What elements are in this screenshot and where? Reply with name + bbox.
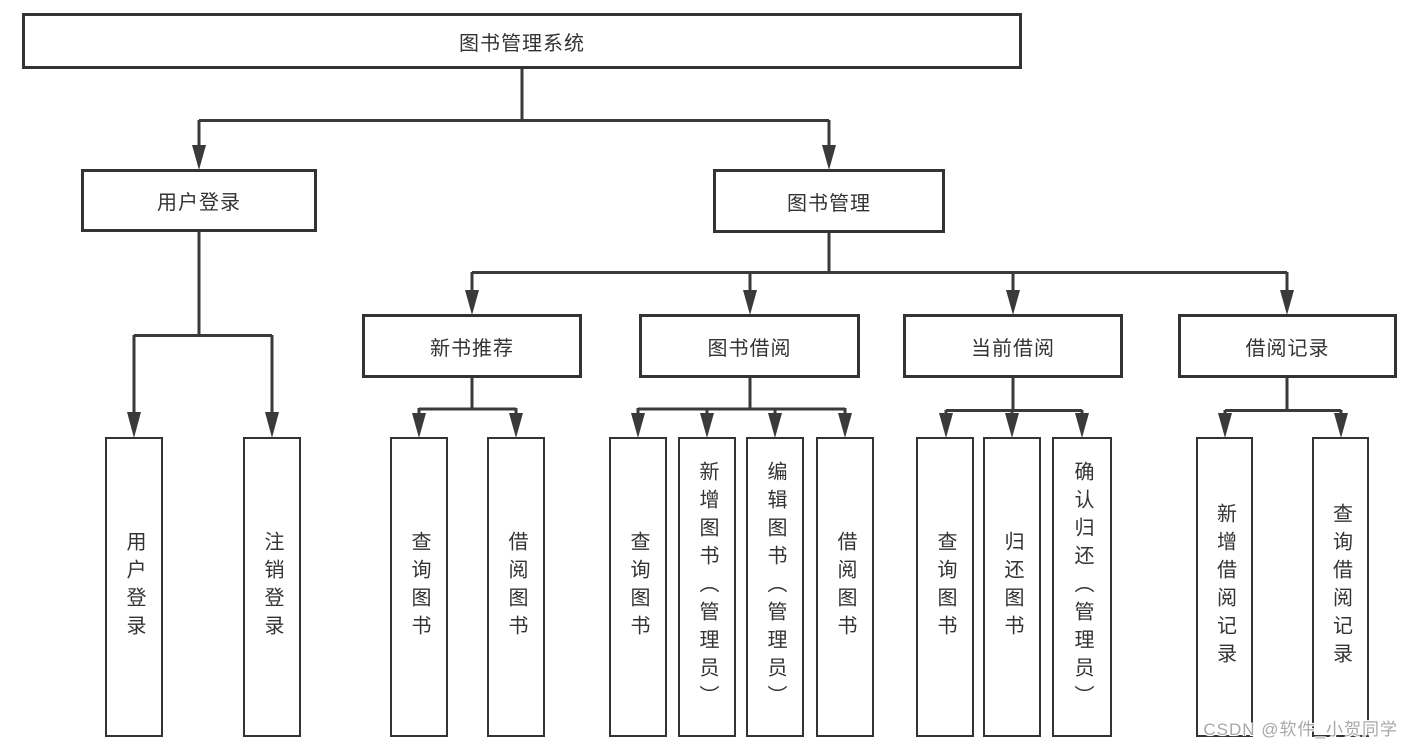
- leaf-borrow-books-recommend-label: 借阅图书: [505, 531, 527, 643]
- connector-user-login-to-leaves: [127, 232, 279, 438]
- connector-book-mgmt-to-sections: [465, 233, 1294, 315]
- node-borrow-records: 借阅记录: [1178, 314, 1397, 378]
- node-book-management-label: 图书管理: [787, 192, 871, 215]
- node-new-book-recommend-label: 新书推荐: [430, 337, 514, 360]
- node-current-borrow-label: 当前借阅: [971, 337, 1055, 360]
- leaf-logout: 注销登录: [243, 437, 301, 737]
- leaf-user-login: 用户登录: [105, 437, 163, 737]
- leaf-query-books-borrow: 查询图书: [609, 437, 667, 737]
- node-book-borrow-label: 图书借阅: [707, 337, 792, 360]
- leaf-borrow-books-recommend: 借阅图书: [487, 437, 545, 737]
- connector-book-borrow-to-leaves: [631, 378, 852, 438]
- connector-current-borrow-to-leaves: [939, 378, 1089, 438]
- leaf-query-borrow-record-label: 查询借阅记录: [1329, 503, 1352, 671]
- node-root-label: 图书管理系统: [459, 32, 585, 55]
- leaf-query-borrow-record: 查询借阅记录: [1312, 437, 1369, 737]
- leaf-add-book-admin: 新增图书（管理员）: [678, 437, 736, 737]
- connector-new-book-to-leaves: [412, 378, 523, 438]
- leaf-edit-book-admin-label: 编辑图书（管理员）: [764, 461, 786, 713]
- leaf-query-books-current-label: 查询图书: [934, 531, 956, 643]
- leaf-borrow-book: 借阅图书: [816, 437, 874, 737]
- leaf-logout-label: 注销登录: [261, 531, 283, 643]
- leaf-query-books-recommend-label: 查询图书: [408, 531, 430, 643]
- leaf-edit-book-admin: 编辑图书（管理员）: [746, 437, 804, 737]
- leaf-user-login-label: 用户登录: [123, 531, 145, 643]
- leaf-return-book-label: 归还图书: [1001, 531, 1023, 643]
- connector-borrow-record-to-leaves: [1218, 378, 1348, 438]
- node-root-system: 图书管理系统: [22, 13, 1022, 69]
- node-new-book-recommend: 新书推荐: [362, 314, 582, 378]
- leaf-query-books-recommend: 查询图书: [390, 437, 448, 737]
- leaf-confirm-return-admin-label: 确认归还（管理员）: [1071, 461, 1093, 713]
- leaf-query-books-current: 查询图书: [916, 437, 974, 737]
- node-current-borrow: 当前借阅: [903, 314, 1123, 378]
- node-book-management: 图书管理: [713, 169, 945, 233]
- leaf-add-book-admin-label: 新增图书（管理员）: [696, 461, 718, 713]
- node-user-login: 用户登录: [81, 169, 317, 232]
- watermark: CSDN @软件_小贺同学: [1203, 720, 1398, 739]
- leaf-query-books-borrow-label: 查询图书: [627, 531, 649, 643]
- leaf-add-borrow-record-label: 新增借阅记录: [1213, 503, 1236, 671]
- connector-root-to-level2: [192, 69, 836, 170]
- node-user-login-label: 用户登录: [157, 192, 241, 214]
- leaf-borrow-book-label: 借阅图书: [834, 531, 856, 643]
- node-borrow-records-label: 借阅记录: [1245, 337, 1330, 360]
- leaf-return-book: 归还图书: [983, 437, 1041, 737]
- node-book-borrow: 图书借阅: [639, 314, 860, 378]
- leaf-add-borrow-record: 新增借阅记录: [1196, 437, 1253, 737]
- leaf-confirm-return-admin: 确认归还（管理员）: [1052, 437, 1112, 737]
